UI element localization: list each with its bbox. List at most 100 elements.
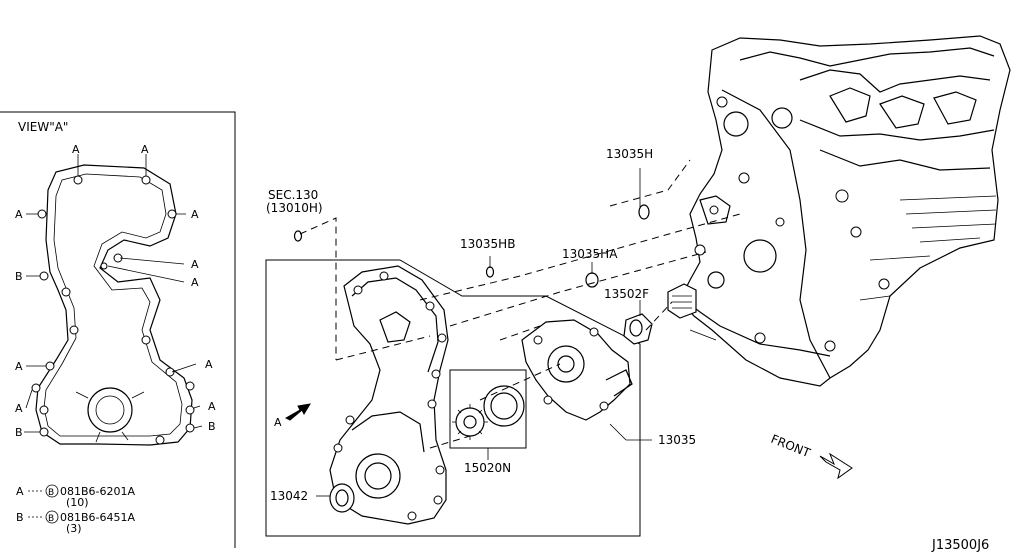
outer-rotor: [483, 385, 525, 427]
legend-key-b: B: [16, 511, 24, 524]
bolt-boss: [754, 332, 766, 344]
view-a-arrow: A: [274, 403, 311, 429]
bolt-boss: [878, 278, 890, 290]
bolt-hole: [37, 209, 47, 219]
alignment-lines: [299, 159, 741, 449]
front-cover-body: [329, 265, 449, 525]
bolt-hole: [39, 427, 49, 437]
oil-pan-flange: [683, 299, 831, 357]
oil-pump-rotor-set: [449, 369, 527, 449]
bolt-boss: [775, 217, 785, 227]
bolt-hole: [39, 271, 49, 281]
front-cover-seal-bore: [364, 462, 392, 490]
front-cover-inner-outline: [43, 173, 183, 437]
block-upper-line: [819, 149, 991, 171]
bolt-letter-a: A: [141, 143, 149, 156]
crank-seal-inner: [95, 395, 125, 425]
crankshaft-nose: [667, 283, 697, 319]
bolt-hole: [69, 325, 79, 335]
bolt-boss: [824, 340, 836, 352]
bolt-boss: [431, 369, 441, 379]
bolt-13010h: [293, 230, 303, 242]
bolt-letter-a: A: [191, 208, 199, 221]
bolt-hole: [185, 381, 195, 391]
view-arrow-label: A: [274, 416, 282, 429]
spacer-bore: [629, 319, 643, 337]
view-a-bolt-holes: [31, 175, 195, 445]
dash-rotor: [479, 363, 561, 401]
bolt-boss: [850, 226, 862, 238]
engine-block-outline: [679, 35, 1011, 387]
front-cover-rim: [351, 277, 439, 373]
oil-seal-inner: [335, 489, 349, 507]
front-cover-13035: [329, 265, 449, 525]
bolt-boss: [533, 335, 543, 345]
bolt-boss: [589, 327, 599, 337]
dash-spacer: [645, 301, 673, 331]
label-sec-130: SEC.130: [268, 188, 318, 202]
legend-qty-a: (10): [66, 496, 89, 509]
callout-leaders: [316, 168, 652, 497]
callout-labels: SEC.130 (13010H) 13035H 13035HB 13035HA …: [266, 147, 989, 553]
label-13035ha: 13035HA: [562, 247, 618, 261]
bolt-boss: [709, 205, 719, 215]
legend-qty-b: (3): [66, 522, 82, 535]
engine-shading: [689, 195, 997, 341]
label-13042: 13042: [270, 489, 308, 503]
intake-ports: [829, 87, 977, 129]
bolt-boss: [345, 415, 355, 425]
circled-b-icon: [45, 484, 59, 498]
bolt-boss: [353, 285, 363, 295]
bolt-hole: [141, 335, 151, 345]
bolt-hole: [185, 423, 195, 433]
bolt-boss: [427, 399, 437, 409]
dash-sec-ref: [299, 217, 337, 360]
front-cover-window: [379, 311, 411, 343]
bolt-letter-a: A: [208, 400, 216, 413]
oil-pump-rotor-bore: [547, 345, 585, 383]
circled-b-icon: [45, 510, 59, 524]
front-arrow-icon: [819, 452, 853, 480]
bolt-hole: [155, 435, 165, 445]
bolt-letter-a: A: [191, 258, 199, 271]
bolt-letter-a: A: [72, 143, 80, 156]
timing-face-cam-bore: [771, 107, 793, 129]
bolt-letter-b: B: [208, 420, 216, 433]
front-cover-seal-boss: [355, 453, 401, 499]
timing-face-edge: [721, 89, 831, 379]
bolt-boss: [407, 511, 417, 521]
dash-ha: [449, 251, 707, 327]
view-arrow-icon: [284, 403, 311, 421]
bolt-hole: [165, 367, 175, 377]
bolt-hole: [73, 175, 83, 185]
bolt-letter-a: A: [205, 358, 213, 371]
bolt-boss: [433, 495, 443, 505]
bolt-boss: [437, 333, 447, 343]
oil-pump-outlet: [605, 369, 633, 397]
bolt-boss: [425, 301, 435, 311]
oil-pump-shaft-bore: [557, 355, 575, 373]
bolt-letter-a: A: [191, 276, 199, 289]
timing-face-cam-bore: [723, 111, 749, 137]
dash-hb: [419, 213, 741, 301]
circled-b-letter: B: [48, 514, 54, 524]
bolt-boss: [599, 401, 609, 411]
oil-pump-body: [521, 319, 631, 421]
label-13502f: 13502F: [604, 287, 649, 301]
outer-rotor-lobes: [490, 392, 518, 420]
oring-13035hb: [485, 266, 495, 278]
bolt-hole: [167, 209, 177, 219]
label-13035hb: 13035HB: [460, 237, 515, 251]
spacer-body: [623, 313, 653, 345]
view-a-callout-letters: A A A A A A B A A A A B B: [15, 143, 216, 439]
bolt-hole: [39, 405, 49, 415]
legend-part-a: 081B6-6201A: [60, 485, 136, 498]
view-panel-border: [0, 111, 236, 548]
timing-face-bore: [743, 239, 777, 273]
front-cover-outline: [35, 164, 193, 446]
crank-seal-ribs: [75, 391, 145, 443]
bolt-hole: [100, 262, 108, 270]
crankshaft-splines: [672, 295, 692, 309]
bolt-letter-b: B: [15, 270, 23, 283]
